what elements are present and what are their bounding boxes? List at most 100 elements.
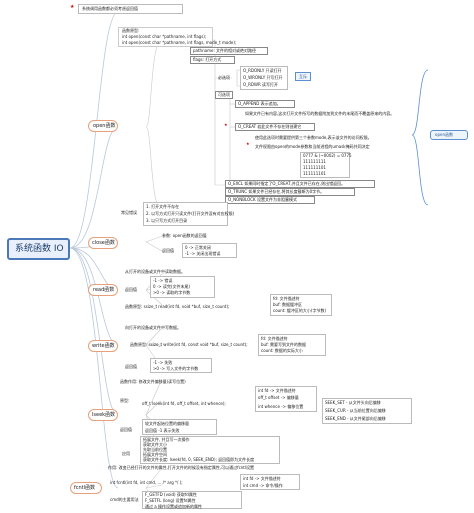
write-r1: -1 -> 失败 bbox=[153, 360, 173, 365]
open-nonblock-box: O_NONBLOCK 设置文件为非阻塞模式 bbox=[225, 196, 315, 204]
open-prototype-box: 函数原型: int open(const char *pathname, int… bbox=[118, 27, 236, 47]
open-proto-1: int open(const char *pathname, int flags… bbox=[122, 34, 207, 39]
open-flags-box: flags: 打开方式 bbox=[190, 56, 235, 64]
lseek-p1: int fd -> 文件描述符 bbox=[258, 388, 296, 393]
open-append-box: O_APPEND 表示追加。 bbox=[235, 100, 295, 108]
lseek-desc: 函数作用: 修改文件偏移量(读写位置) bbox=[120, 379, 186, 384]
lseek-u4: 拓展文件空间 bbox=[143, 452, 167, 457]
lseek-u2: 获取文件大小 bbox=[143, 442, 167, 447]
lseek-r1: 较文件起始位置的偏移量 bbox=[145, 421, 189, 426]
lseek-usage-box: 拓展文件, 并且写一次操作 获取文件大小 先取当前位置 拓展文件空间 获取文件长… bbox=[140, 436, 280, 464]
branch-fcntl-label: fcntl函数 bbox=[74, 485, 96, 491]
read-r2: 0 -> 读完(文件末尾) bbox=[153, 284, 191, 289]
write-ret-box: -1 -> 失败 >0 -> 写入文件的字节数 bbox=[150, 358, 212, 373]
branch-open-label: open函数 bbox=[93, 123, 116, 129]
lseek-u1: 拓展文件, 并且写一次操作 bbox=[143, 437, 190, 442]
lseek-proto-label: 原型: bbox=[120, 398, 130, 403]
open-nonblock: O_NONBLOCK 设置文件为非阻塞模式 bbox=[228, 197, 297, 202]
lseek-proto: off_t lseek(int fd, off_t offset, int wh… bbox=[142, 401, 226, 406]
open-ret-2: 2. 以写方式打开只读文件(打开文件没有对应权限) bbox=[146, 211, 235, 216]
write-ret-label: 返回值 bbox=[125, 364, 137, 369]
read-p2: buf: 数据缓冲区 bbox=[273, 302, 302, 307]
branch-read[interactable]: read函数 bbox=[88, 284, 118, 296]
open-flags: flags: 打开方式 bbox=[193, 57, 222, 62]
write-params-box: fd: 文件描述符 buf: 需要写到文件的数据 count: 数据的实际大小 bbox=[258, 334, 326, 356]
read-r1: -1 -> 错误 bbox=[153, 278, 173, 283]
open-summary-label: open函数 bbox=[435, 132, 453, 137]
open-trunc-box: O_TRUNC 如果文件已经存在,将其长度截断为0字节。 bbox=[225, 188, 355, 196]
read-proto: 函数原型: ssize_t read(int fd, void *buf, si… bbox=[125, 304, 230, 309]
lseek-p2: off_t offset -> 偏移量 bbox=[258, 395, 299, 400]
write-r2: >0 -> 写入文件的字节数 bbox=[153, 366, 199, 371]
perm-calc-box: 0777 & (~0002) = 0775 111111111 11111110… bbox=[300, 152, 352, 178]
fcntl-usage-label: cmd的主要用法 bbox=[110, 497, 139, 502]
root-label: 系统函数 IO bbox=[15, 244, 64, 254]
read-p1: fd: 文件描述符 bbox=[273, 296, 300, 301]
branch-write[interactable]: write函数 bbox=[88, 340, 118, 352]
perm-calc-3: 111111101 bbox=[303, 165, 326, 170]
open-append: O_APPEND 表示追加。 bbox=[238, 101, 281, 106]
open-errors-box: 1. 打开文件不存在 2. 以写方式打开只读文件(打开文件没有对应权限) 3. … bbox=[143, 202, 234, 226]
lseek-w2: SEEK_CUR - 从当前位置向后偏移 bbox=[325, 408, 386, 413]
fcntl-desc: 作用: 改变已经打开的文件的属性,打开文件的时候没有指定属性,可以通过fcntl… bbox=[108, 465, 254, 470]
close-err: -1 -> 关闭出现错误 bbox=[185, 251, 221, 256]
root-node[interactable]: 系统函数 IO bbox=[7, 238, 70, 260]
open-creat-note-1: 使用此选项时需要提供第三个参数mode,表示该文件的访问权限。 bbox=[255, 135, 372, 140]
branch-open[interactable]: open函数 bbox=[88, 120, 118, 132]
close-ret-box: 0 -> 正常关闭 -1 -> 关闭出现错误 bbox=[182, 243, 237, 258]
open-wronly: O_WRONLY 只写打开 bbox=[243, 75, 283, 80]
exclusive-tag: 互斥 bbox=[295, 72, 311, 81]
perm-calc-1: 0777 & (~0002) = 0775 bbox=[303, 153, 352, 158]
read-params-box: fd: 文件描述符 buf: 数据缓冲区 count: 缓冲区的大小(字节数) bbox=[270, 294, 332, 316]
open-proto-2: int open(const char *pathname, int flags… bbox=[122, 40, 237, 45]
perm-calc-4: 111111101 bbox=[303, 171, 326, 176]
read-desc: 从打开的设备或文件中读取数据。 bbox=[125, 269, 185, 274]
branch-fcntl[interactable]: fcntl函数 bbox=[70, 482, 102, 494]
open-rdonly: O_RDONLY 只读打开 bbox=[243, 68, 282, 73]
open-append-desc: 如果文件已有内容,这次打开文件所写的数据附加到文件的末尾而不覆盖原来的内容。 bbox=[245, 111, 395, 116]
open-rdwr: O_RDWR 读写打开 bbox=[243, 82, 279, 87]
open-required-label: 必选项 bbox=[218, 75, 230, 80]
open-trunc: O_TRUNC 如果文件已经存在,将其长度截断为0字节。 bbox=[228, 189, 325, 194]
mode-star-icon: ★ bbox=[246, 141, 250, 146]
open-creat: O_CREAT 若此文件不存在则创建它 bbox=[238, 124, 302, 129]
open-summary-bubble[interactable]: open函数 bbox=[430, 130, 468, 140]
fcntl-proto: int fcntl(int fd, int cmd, ... /* arg */… bbox=[110, 480, 183, 485]
open-ret-1: 1. 打开文件不存在 bbox=[146, 204, 180, 209]
lseek-w1: SEEK_SET - 从文件头向后偏移 bbox=[325, 400, 381, 405]
write-p3: count: 数据的实际大小 bbox=[261, 348, 303, 353]
close-desc: 参数: open函数的返回值 bbox=[162, 233, 207, 238]
branch-close[interactable]: close函数 bbox=[88, 237, 118, 249]
open-optional-box: 可选项 bbox=[215, 91, 233, 99]
read-p3: count: 缓冲区的大小(字节数) bbox=[273, 308, 327, 313]
read-ret-label: 返回值 bbox=[125, 287, 137, 292]
top-note-text: 系统调用函数都必须考虑返回值 bbox=[82, 6, 138, 11]
lseek-u3: 先取当前位置 bbox=[143, 447, 167, 452]
branch-read-label: read函数 bbox=[93, 287, 115, 293]
fcntl-p2: int cmd -> 命令/操作 bbox=[243, 483, 283, 488]
lseek-w3: SEEK_END - 从文件尾部向后偏移 bbox=[325, 416, 386, 421]
read-r3: >0 -> 读取的字节数 bbox=[153, 290, 191, 295]
lseek-params-box: int fd -> 文件描述符 off_t offset -> 偏移量 int … bbox=[255, 386, 317, 412]
perm-calc-2: 111111111 bbox=[303, 159, 326, 164]
open-creat-note-2: 文件权限由open的mode参数和当前进程的umask掩码共同决定 bbox=[255, 144, 370, 149]
lseek-p3: int whence -> 偏移位置 bbox=[258, 404, 304, 409]
write-p1: fd: 文件描述符 bbox=[261, 336, 288, 341]
read-ret-box: -1 -> 错误 0 -> 读完(文件末尾) >0 -> 读取的字节数 bbox=[150, 276, 215, 298]
open-proto-title: 函数原型: bbox=[122, 28, 140, 33]
creat-star-icon: ★ bbox=[224, 122, 228, 127]
open-excl-box: O_EXCL 如果同时指定了O_CREAT,并且文件已存在,则出错返回。 bbox=[225, 180, 375, 188]
fcntl-params-box: int fd -> 文件描述符 int cmd -> 命令/操作 bbox=[240, 474, 300, 490]
fcntl-p1: int fd -> 文件描述符 bbox=[243, 476, 281, 481]
exclusive-tag-label: 互斥 bbox=[299, 74, 307, 79]
branch-close-label: close函数 bbox=[92, 240, 115, 246]
open-creat-box: O_CREAT 若此文件不存在则创建它 bbox=[235, 123, 315, 131]
write-proto: 函数原型: ssize_t write(int fd, const void *… bbox=[130, 342, 248, 347]
branch-lseek[interactable]: lseek函数 bbox=[88, 409, 118, 421]
lseek-ret-box: 较文件起始位置的偏移量 返回值 -1 表示失败 bbox=[142, 419, 217, 435]
close-ret-label: 返回值 bbox=[162, 248, 174, 253]
lseek-whence-box: SEEK_SET - 从文件头向后偏移 SEEK_CUR - 从当前位置向后偏移… bbox=[322, 398, 412, 424]
branch-write-label: write函数 bbox=[92, 343, 115, 349]
lseek-usage-label: 应用 bbox=[122, 451, 130, 456]
